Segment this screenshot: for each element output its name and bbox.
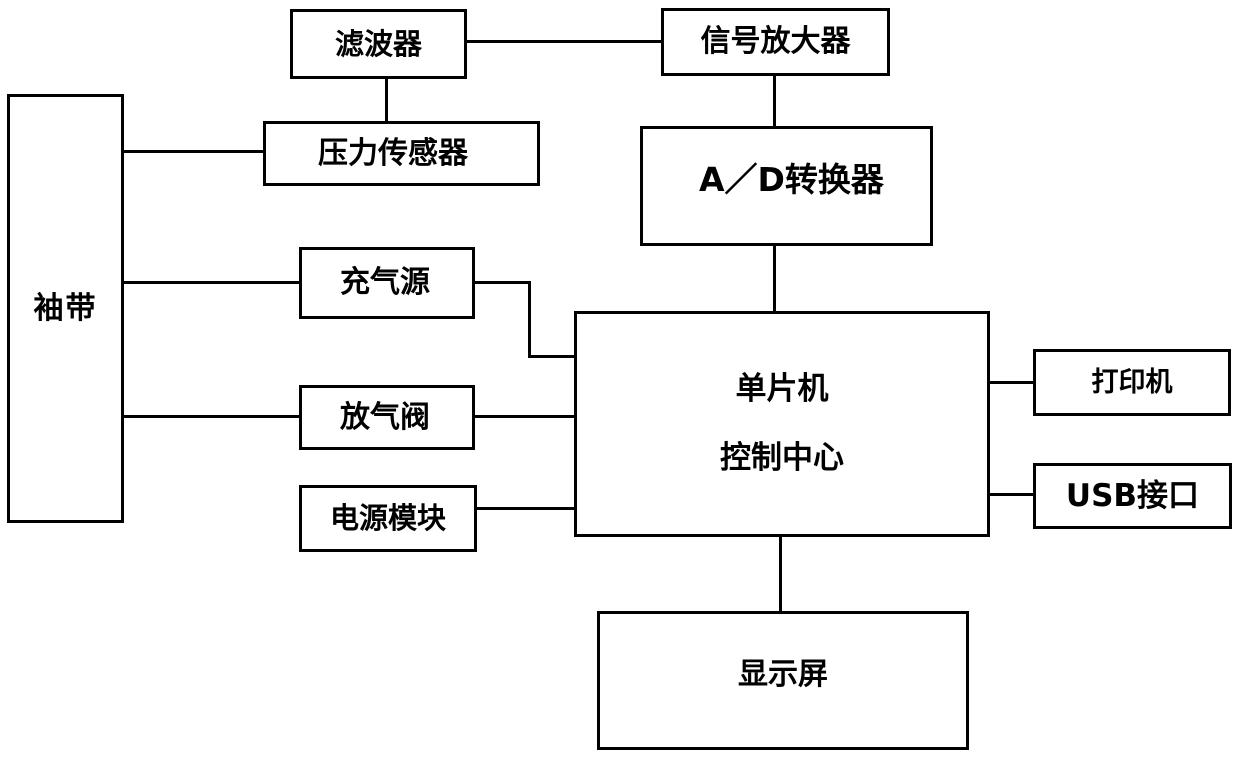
node-mcu-control-center: 单片机 控制中心 — [574, 311, 990, 537]
connector-filter-pressure-sensor — [385, 77, 388, 123]
node-mcu-label: 单片机 控制中心 — [720, 371, 844, 476]
connector-cuff-pressure-sensor — [122, 150, 265, 153]
node-signal-amplifier: 信号放大器 — [661, 8, 890, 76]
connector-mcu-display — [779, 535, 782, 613]
connector-power-module-mcu — [475, 507, 576, 510]
node-usb-port-label: USB接口 — [1065, 477, 1200, 514]
node-cuff: 袖带 — [7, 94, 124, 523]
node-cuff-label: 袖带 — [33, 290, 98, 326]
node-display-screen-label: 显示屏 — [738, 657, 828, 692]
node-ad-converter: A／D转换器 — [640, 126, 933, 246]
node-printer-label: 打印机 — [1091, 366, 1173, 398]
node-power-module: 电源模块 — [299, 485, 477, 552]
connector-inflation-source-mcu-seg1 — [473, 281, 531, 284]
node-ad-converter-label: A／D转换器 — [699, 160, 884, 199]
node-display-screen: 显示屏 — [597, 611, 969, 750]
connector-mcu-usb-port — [988, 493, 1035, 496]
connector-deflation-valve-mcu — [473, 415, 576, 418]
node-deflation-valve-label: 放气阀 — [340, 399, 430, 435]
connector-amplifier-ad-converter — [773, 74, 776, 128]
node-pressure-sensor: 压力传感器 — [263, 121, 540, 186]
node-printer: 打印机 — [1033, 349, 1231, 416]
connector-filter-amplifier — [465, 40, 663, 43]
connector-cuff-deflation-valve — [122, 415, 301, 418]
connector-ad-converter-mcu — [773, 244, 776, 313]
connector-mcu-printer — [988, 381, 1035, 384]
connector-inflation-source-mcu-seg3 — [528, 355, 576, 358]
node-inflation-source: 充气源 — [299, 247, 475, 319]
node-signal-amplifier-label: 信号放大器 — [700, 24, 851, 60]
node-filter-label: 滤波器 — [334, 26, 422, 61]
node-inflation-source-label: 充气源 — [340, 265, 430, 301]
node-filter: 滤波器 — [290, 9, 467, 79]
node-power-module-label: 电源模块 — [329, 501, 446, 536]
node-usb-port: USB接口 — [1033, 463, 1232, 529]
node-deflation-valve: 放气阀 — [299, 385, 475, 450]
connector-cuff-inflation-source — [122, 281, 301, 284]
connector-inflation-source-mcu-seg2 — [528, 281, 531, 358]
node-pressure-sensor-label: 压力传感器 — [318, 135, 468, 171]
